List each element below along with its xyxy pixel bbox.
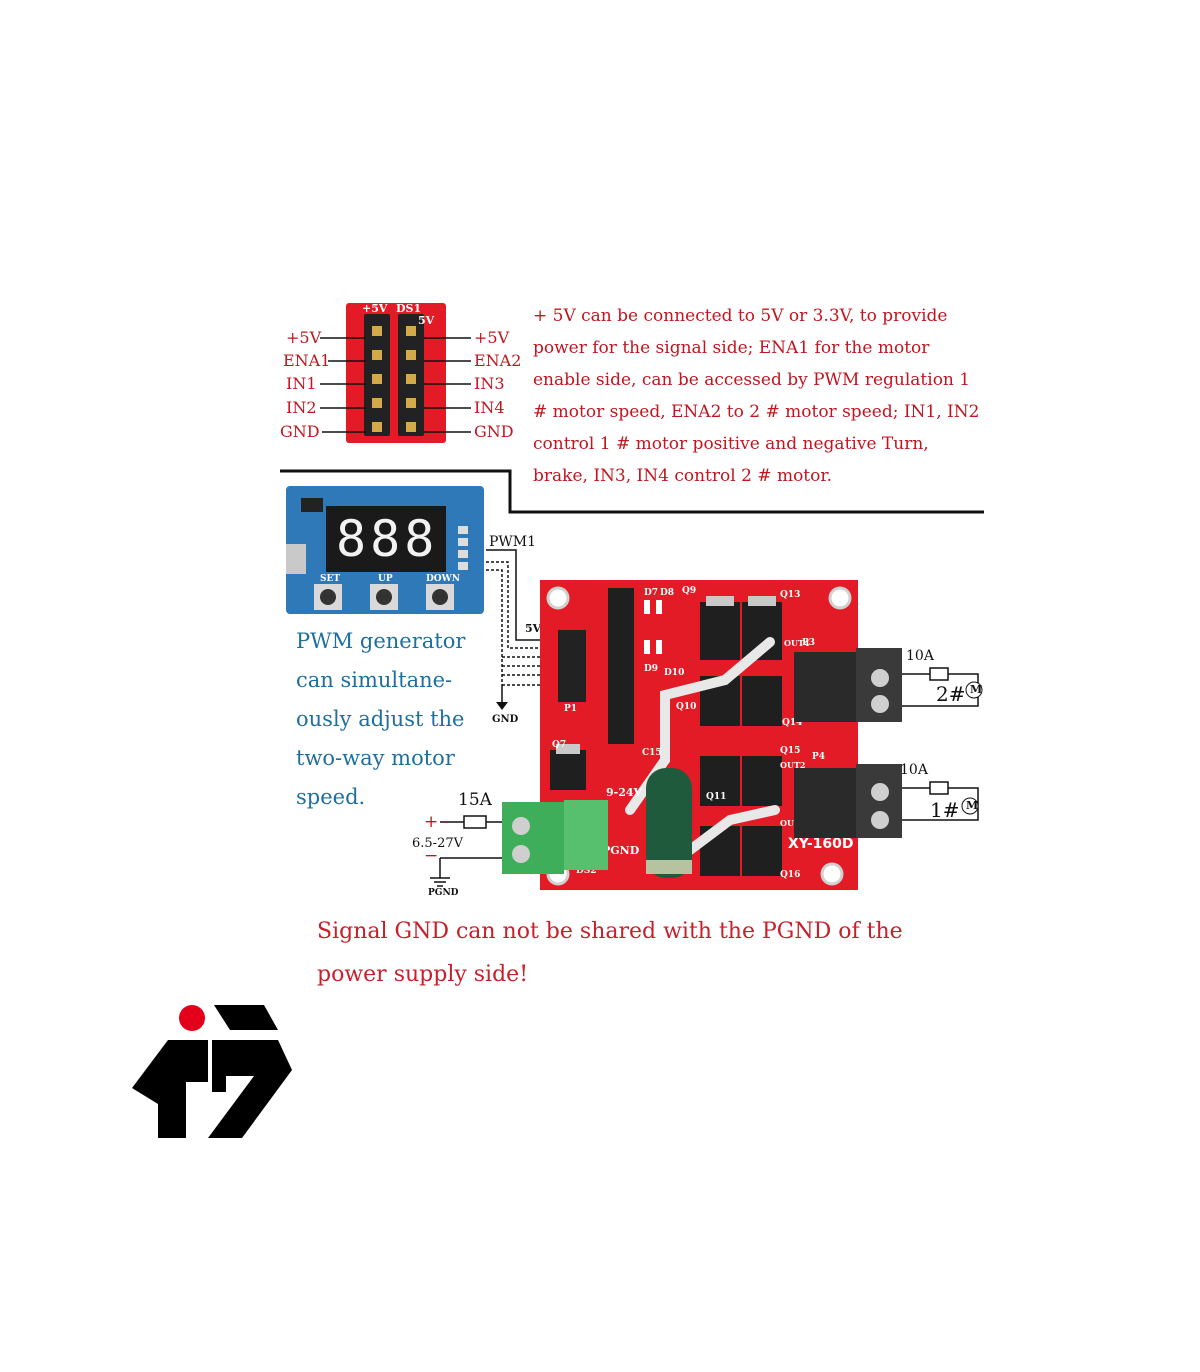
pin-left-3: IN1 — [286, 374, 317, 393]
header-silk-5v: +5V — [362, 302, 388, 315]
pin-right-3: IN3 — [474, 374, 505, 393]
silk-q16: Q16 — [780, 870, 801, 880]
motor1-fuse-label: 10A — [900, 762, 928, 778]
header-pinout-diagram: +5V DS1 5V +5V ENA1 IN1 IN2 GND +5V ENA2… — [276, 300, 526, 450]
power-terminal — [430, 800, 608, 887]
pin-right-4: IN4 — [474, 398, 505, 417]
power-gnd-label: PGND — [428, 888, 459, 898]
motor1-symbol: M — [966, 799, 979, 812]
silk-d7: D7 — [644, 588, 659, 598]
power-minus: − — [424, 846, 439, 866]
silk-p1: P1 — [564, 704, 578, 714]
section-divider — [280, 469, 984, 514]
motor2-fuse-label: 10A — [906, 648, 934, 664]
pwm-caption: PWM generator can simultane-ously adjust… — [296, 629, 466, 809]
silk-out4: OUT4 — [784, 638, 810, 648]
signal-5v-label: 5V — [525, 622, 542, 635]
silk-out2: OUT2 — [780, 760, 806, 770]
pin-right-2: ENA2 — [474, 351, 522, 370]
pwm-button-up-label: UP — [378, 574, 393, 584]
pwm-output-label: PWM1 — [489, 534, 537, 550]
silk-p4: P4 — [812, 752, 826, 762]
motor2-label: 2# — [936, 682, 966, 706]
silk-q13: Q13 — [780, 590, 801, 600]
pin-left-1: +5V — [286, 328, 322, 347]
power-plus: + — [424, 812, 439, 832]
motor-terminals — [794, 648, 983, 838]
silk-d10: D10 — [664, 668, 685, 678]
pin-left-2: ENA1 — [283, 351, 331, 370]
silk-q9: Q9 — [682, 586, 697, 596]
ground-warning: Signal GND can not be shared with the PG… — [317, 919, 903, 987]
pin-header-board — [320, 303, 471, 443]
pwm-display: 888 — [336, 510, 439, 568]
silk-d8: D8 — [660, 588, 675, 598]
power-voltage-label: 6.5-27V — [412, 836, 463, 851]
header-silk-5v-right: 5V — [418, 314, 435, 327]
signal-wiring — [486, 549, 548, 710]
power-fuse-label: 15A — [458, 790, 492, 810]
silk-p3: P3 — [802, 638, 816, 648]
silk-q11: Q11 — [706, 792, 727, 802]
silk-voltage: 9-24V — [606, 786, 643, 799]
pin-description: + 5V can be connected to 5V or 3.3V, to … — [533, 306, 980, 486]
brand-logo-icon — [132, 1005, 292, 1138]
motor2-symbol: M — [970, 683, 983, 696]
header-silk-ds1: DS1 — [396, 302, 422, 315]
silk-out1: OUT1 — [780, 818, 806, 828]
pin-left-4: IN2 — [286, 398, 317, 417]
motor1-label: 1# — [930, 798, 960, 822]
board-model: XY-160D — [788, 836, 854, 852]
pin-right-1: +5V — [474, 328, 510, 347]
pin-right-5: GND — [474, 422, 514, 441]
silk-d9: D9 — [644, 664, 659, 674]
silk-q14: Q14 — [782, 718, 803, 728]
silk-q7: Q7 — [552, 740, 567, 750]
pin-left-5: GND — [280, 422, 320, 441]
pwm-button-down-label: DOWN — [426, 574, 460, 584]
pwm-module-board — [284, 486, 484, 614]
silk-ds2: DS2 — [576, 866, 597, 876]
silk-q15: Q15 — [780, 746, 801, 756]
silk-pgnd: PGND — [602, 844, 640, 857]
silk-c15: C15 — [642, 748, 662, 758]
pwm-button-set-label: SET — [320, 574, 341, 584]
silk-q10: Q10 — [676, 702, 697, 712]
pwm-generator-module: 888 SET UP DOWN — [284, 486, 486, 616]
signal-gnd-label: GND — [492, 714, 519, 725]
